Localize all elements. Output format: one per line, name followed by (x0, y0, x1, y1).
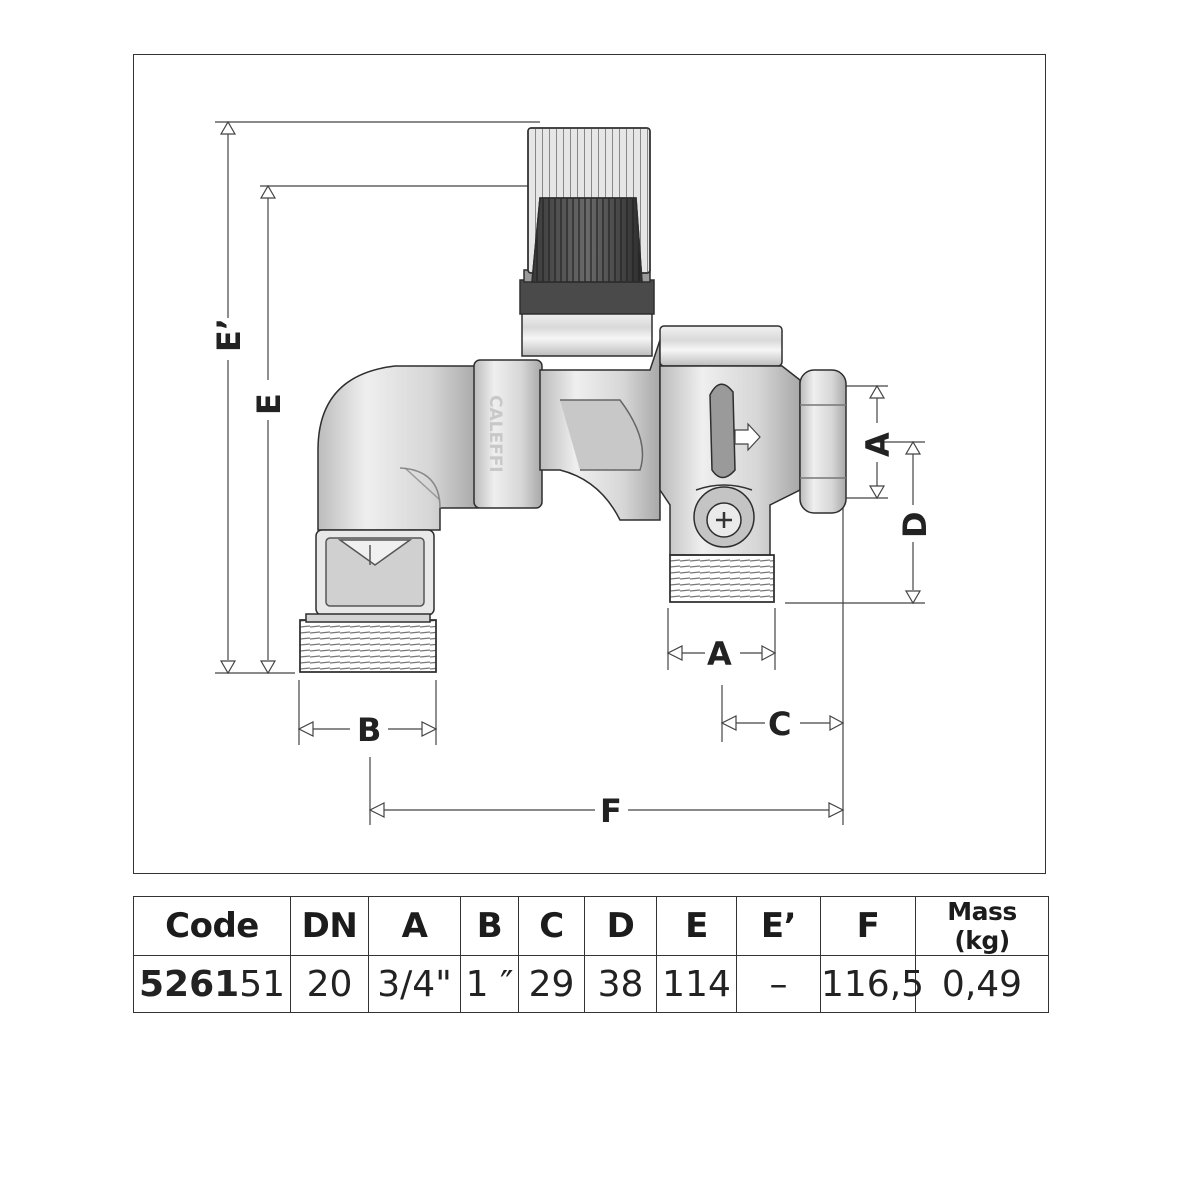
dimension-arrowheads (219, 120, 922, 818)
cell-c: 29 (518, 955, 585, 1013)
header-e-prime: E’ (736, 896, 821, 956)
header-a: A (368, 896, 461, 956)
label-a-horizontal: A (707, 635, 732, 673)
cell-d: 38 (584, 955, 657, 1013)
header-d: D (584, 896, 657, 956)
label-d: D (896, 511, 934, 538)
label-e-prime: E’ (210, 318, 248, 352)
header-f: F (820, 896, 916, 956)
brand-engraving: CALEFFI (485, 395, 505, 473)
valve-illustration: CALEFFI (299, 127, 847, 673)
label-a-vertical: A (859, 432, 897, 457)
bottom-outlet-thread (669, 554, 775, 603)
header-e: E (656, 896, 737, 956)
cell-a: 3/4" (368, 955, 461, 1013)
cell-dn: 20 (290, 955, 369, 1013)
mixer-top-cap (659, 325, 783, 367)
cell-f: 116,5 (820, 955, 924, 1013)
main-body-nut (473, 359, 543, 509)
cell-e-prime: – (736, 955, 821, 1013)
table-row: 526151 20 3/4" 1 ″ 29 38 114 – 116,5 0,4… (133, 955, 1049, 1013)
elbow-body (317, 365, 479, 531)
outlet-hex-nut (799, 369, 847, 514)
cell-mass: 0,49 (915, 955, 1049, 1013)
dimension-lines (215, 121, 925, 825)
header-mass: Mass (kg) (915, 896, 1049, 956)
drawing-frame (133, 54, 1046, 874)
label-e: E (250, 393, 288, 415)
code-prefix: 5261 (138, 963, 240, 1005)
inlet-thread (299, 619, 437, 673)
specification-table: Code DN A B C D E E’ F Mass (kg) 526151 … (133, 896, 1049, 1013)
cell-b: 1 ″ (460, 955, 519, 1013)
cell-code: 526151 (133, 955, 291, 1013)
dimension-letters: E’ E A D A C B F (210, 318, 934, 830)
cell-e: 114 (656, 955, 737, 1013)
lever (709, 383, 736, 479)
label-f: F (600, 792, 622, 830)
code-suffix: 51 (239, 963, 285, 1005)
safety-valve-seat (521, 311, 653, 357)
header-c: C (518, 896, 585, 956)
header-b: B (460, 896, 519, 956)
label-b: B (357, 711, 381, 749)
header-code: Code (133, 896, 291, 956)
label-c: C (768, 705, 791, 743)
table-header-row: Code DN A B C D E E’ F Mass (kg) (133, 896, 1049, 956)
header-dn: DN (290, 896, 369, 956)
